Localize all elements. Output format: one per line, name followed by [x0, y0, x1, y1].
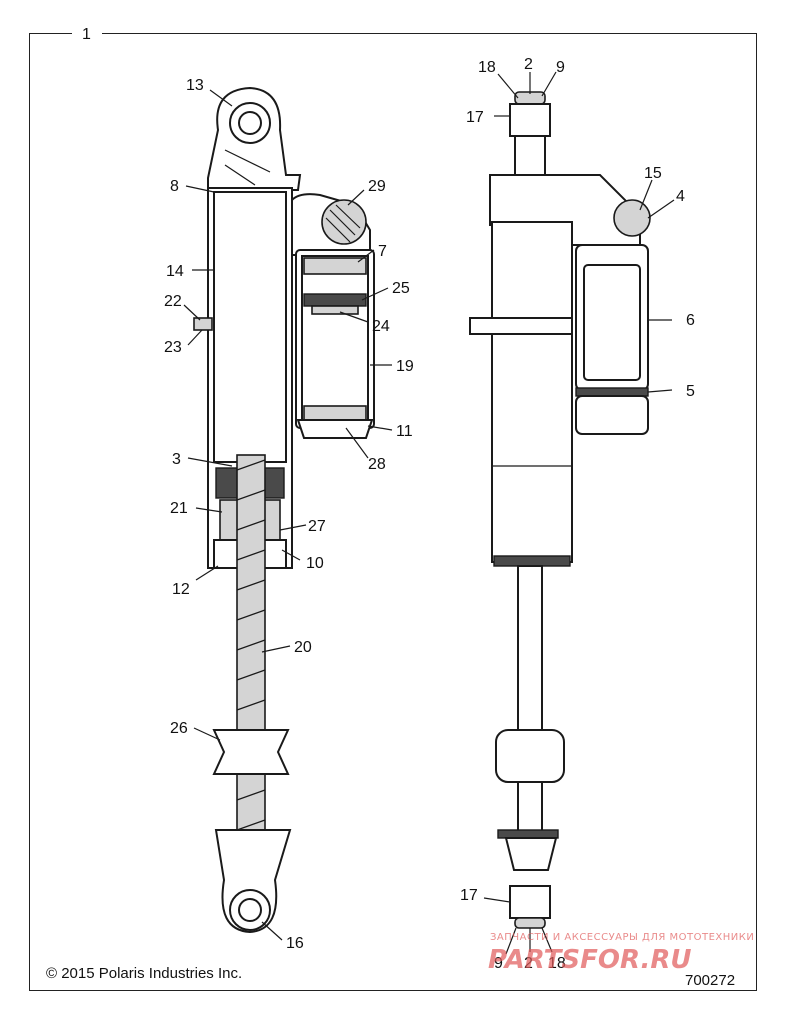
callout-21: 21: [170, 500, 188, 517]
lower-washer: [497, 829, 559, 839]
callout-10: 10: [306, 555, 324, 572]
left-shock-cutaway: [193, 86, 375, 934]
callout-22: 22: [164, 293, 182, 310]
callout-b17: 17: [460, 887, 478, 904]
leader-lines: [183, 71, 675, 955]
reservoir-endcap: [303, 405, 367, 421]
diagram-frame: [29, 33, 757, 991]
watermark: ЗАПЧАСТИ И АКСЕССУАРЫ ДЛЯ МОТОТЕХНИКИ PA…: [488, 932, 754, 975]
bumper: [212, 729, 290, 775]
reservoir-bottom: [296, 419, 374, 439]
bumper-exterior: [495, 729, 565, 783]
adjuster-hatch: [325, 204, 361, 243]
callout-11: 11: [396, 423, 413, 440]
callout-8: 8: [170, 178, 179, 195]
callout-12: 12: [172, 581, 190, 598]
top-eyelet-bushing: [238, 111, 262, 135]
frame-label-gap: [72, 26, 102, 40]
reservoir-panel: [583, 264, 641, 381]
copyright-text: © 2015 Polaris Industries Inc.: [46, 965, 242, 982]
callout-r5: 5: [686, 383, 695, 400]
body-tube-inner: [213, 191, 287, 463]
clamp-ring: [469, 317, 573, 335]
bottom-eye-neck: [504, 837, 558, 871]
bottom-eyelet-bushing: [238, 898, 262, 922]
callout-20: 20: [294, 639, 312, 656]
reservoir-cap-bottom: [575, 395, 649, 435]
callout-r6: 6: [686, 312, 695, 329]
callout-27: 27: [308, 518, 326, 535]
bottom-bushing: [509, 885, 551, 919]
callouts: 13 8 29 7 14 25 22 24 23 19 11 28 3 21 2…: [164, 56, 695, 972]
shaft-lower: [517, 781, 543, 833]
callout-3: 3: [172, 451, 181, 468]
reservoir-adjuster: [321, 199, 367, 245]
shaft-exterior: [517, 565, 543, 732]
body-bottom-ring: [493, 555, 571, 567]
right-shock-exterior: [469, 91, 651, 929]
figure-number: 700272: [685, 972, 735, 989]
reservoir-knob: [613, 199, 651, 237]
reservoir-seal: [311, 305, 359, 315]
body: [491, 221, 573, 563]
callout-13: 13: [186, 77, 204, 94]
callout-24: 24: [372, 318, 390, 335]
watermark-brand: PARTSFOR.RU: [488, 945, 691, 975]
callout-b18: 18: [548, 955, 566, 972]
callout-b9: 9: [494, 955, 503, 972]
callout-r18: 18: [478, 59, 496, 76]
callout-26: 26: [170, 720, 188, 737]
callout-b2: 2: [524, 955, 533, 972]
reservoir-cap: [303, 257, 367, 275]
reservoir-piston: [303, 293, 367, 307]
callout-25: 25: [392, 280, 410, 297]
eyelet-hatch: [224, 149, 271, 186]
reservoir-band: [575, 387, 649, 397]
callout-r2: 2: [524, 56, 533, 73]
side-fitting: [193, 317, 213, 331]
bottom-spacer: [514, 917, 546, 929]
callout-r4: 4: [676, 188, 685, 205]
callout-19: 19: [396, 358, 414, 375]
callout-r9: 9: [556, 59, 565, 76]
shaft: [236, 454, 266, 851]
top-bushing: [509, 103, 551, 137]
callout-28: 28: [368, 456, 386, 473]
watermark-tagline: ЗАПЧАСТИ И АКСЕССУАРЫ ДЛЯ МОТОТЕХНИКИ: [490, 932, 754, 943]
reservoir-bore: [301, 255, 369, 423]
callout-23: 23: [164, 339, 182, 356]
top-eye-neck: [514, 135, 546, 177]
assembly-number: 1: [82, 26, 91, 43]
callout-29: 29: [368, 178, 386, 195]
callout-r17: 17: [466, 109, 484, 126]
callout-7: 7: [378, 243, 387, 260]
callout-14: 14: [166, 263, 184, 280]
callout-r15: 15: [644, 165, 662, 182]
callout-16: 16: [286, 935, 304, 952]
